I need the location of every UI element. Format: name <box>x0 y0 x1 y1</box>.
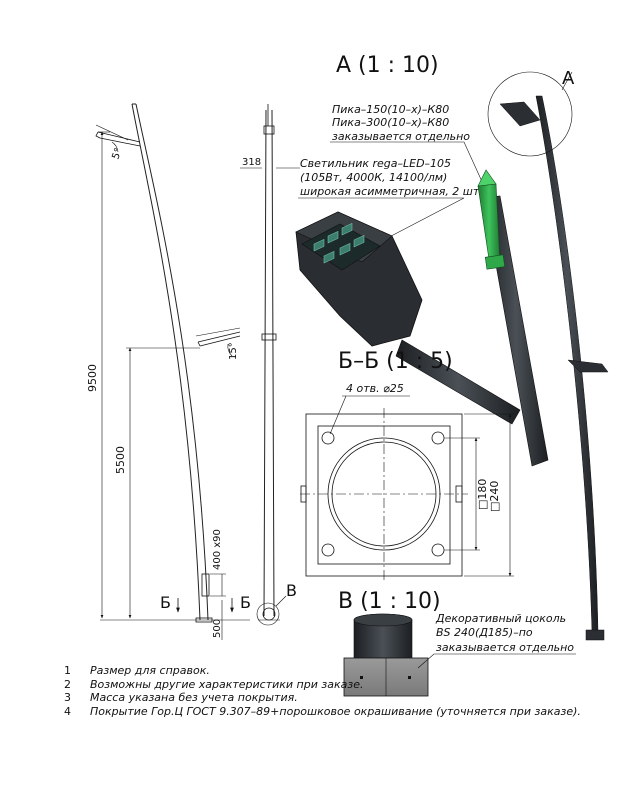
hatch-label: 400 х90 <box>212 529 223 570</box>
dimension-180: □180 <box>444 437 489 551</box>
section-marker-left: Б <box>160 593 180 613</box>
angle-mid: 15° <box>227 342 239 360</box>
notes-list: 1 Размер для справок. 2 Возможны другие … <box>64 664 584 718</box>
lum-line-3: широкая асимметричная, 2 шт. <box>300 185 483 198</box>
section-marker-right: Б <box>230 593 251 613</box>
pika-line-2: Пика–300(10–х)–К80 <box>332 116 449 129</box>
base-line-1: Декоративный цоколь <box>435 612 566 625</box>
pika-line-3: заказывается отдельно <box>332 130 470 143</box>
dimension-hatch: 400 х90 <box>210 529 226 597</box>
section-b-left: Б <box>160 593 171 612</box>
angle-top: 5° <box>110 141 125 161</box>
dimension-base: 500 <box>212 600 223 640</box>
dimension-9500: 9500 <box>86 131 110 619</box>
dimension-5500: 5500 <box>114 347 200 619</box>
note-number: 1 <box>64 664 71 677</box>
holes-label: 4 отв. ⌀25 <box>346 382 404 395</box>
note-text: Возможны другие характеристики при заказ… <box>90 677 364 691</box>
note-item: 2 Возможны другие характеристики при зак… <box>64 678 584 692</box>
note-text: Размер для справок. <box>90 664 210 677</box>
base-line-2: BS 240(Д185)–по <box>436 626 533 639</box>
dimension-318: 318 <box>240 157 300 169</box>
pole-render-right: А <box>487 68 609 641</box>
note-item: 1 Размер для справок. <box>64 664 584 678</box>
detail-a-title: А (1 : 10) <box>336 53 439 78</box>
base-annotation: Декоративный цоколь BS 240(Д185)–по зака… <box>417 612 576 669</box>
decorative-base-render <box>343 613 429 697</box>
base-line-3: заказывается отдельно <box>436 641 574 654</box>
lum-line-2: (105Вт, 4000К, 14100/лм) <box>300 171 447 184</box>
angle-15-label: 15° <box>228 342 239 360</box>
dim-240-label: □240 <box>488 481 501 512</box>
section-b-right: Б <box>240 593 251 612</box>
note-number: 4 <box>64 704 71 718</box>
dim-9500-label: 9500 <box>86 364 99 392</box>
note-number: 3 <box>64 691 71 704</box>
luminaire-render <box>295 169 549 467</box>
callout-v-letter: В <box>286 581 297 600</box>
led-panel <box>301 222 381 271</box>
note-text: Покрытие Гор.Ц ГОСТ 9.307–89+порошковое … <box>90 704 581 718</box>
flange-plate <box>300 408 468 580</box>
dimension-240: □240 <box>464 413 514 577</box>
holes-callout: 4 отв. ⌀25 <box>329 382 410 435</box>
note-item: 4 Покрытие Гор.Ц ГОСТ 9.307–89+порошково… <box>64 705 584 719</box>
pole-front-view <box>258 104 280 621</box>
section-bb-title: Б–Б (1 : 5) <box>338 349 453 374</box>
luminaire-annotation: Светильник rega–LED–105 (105Вт, 4000К, 1… <box>298 157 483 247</box>
note-text: Масса указана без учета покрытия. <box>90 691 298 704</box>
pole-side-view <box>95 103 250 623</box>
base-500-label: 500 <box>212 619 223 638</box>
dim-180-label: □180 <box>476 479 489 510</box>
note-item: 3 Масса указана без учета покрытия. <box>64 691 584 705</box>
callout-v-marker: В <box>256 581 297 626</box>
pika-annotation: Пика–150(10–х)–К80 Пика–300(10–х)–К80 за… <box>330 103 485 187</box>
detail-v-title: В (1 : 10) <box>338 589 441 614</box>
angle-5-label: 5° <box>110 147 124 161</box>
callout-a-letter: А <box>562 68 575 89</box>
lum-line-1: Светильник rega–LED–105 <box>300 157 451 170</box>
pika-line-1: Пика–150(10–х)–К80 <box>332 103 449 116</box>
dim-5500-label: 5500 <box>114 446 127 474</box>
dim-318-label: 318 <box>242 157 261 168</box>
note-number: 2 <box>64 677 71 691</box>
